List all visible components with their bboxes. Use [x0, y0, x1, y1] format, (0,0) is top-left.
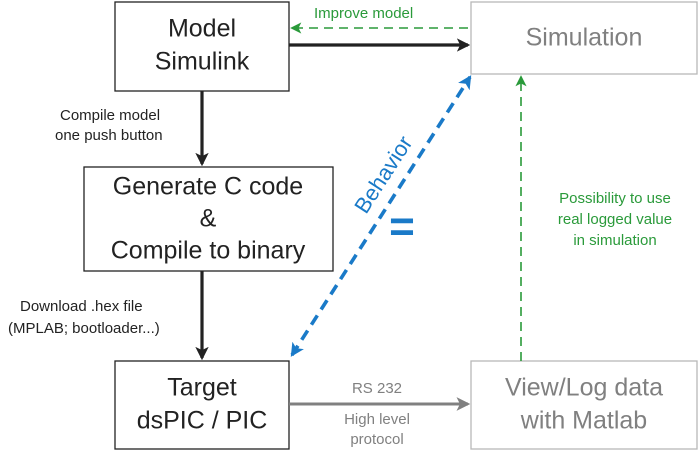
generate-compile-box: Generate C code & Compile to binary: [83, 166, 334, 272]
compile-binary-label: Compile to binary: [111, 237, 306, 265]
simulation-box-title: Simulation: [526, 24, 643, 52]
possibility-label-line1: Possibility to use: [559, 190, 671, 207]
ampersand-label: &: [200, 205, 217, 233]
download-tools-label: (MPLAB; bootloader...): [8, 320, 160, 337]
compile-model-label: Compile model: [60, 107, 160, 124]
simulation-box: Simulation: [470, 1, 698, 75]
generate-code-label: Generate C code: [113, 173, 303, 201]
model-box-title: Model: [168, 15, 236, 43]
download-hex-label: Download .hex file: [20, 298, 143, 315]
view-box-subtitle: with Matlab: [520, 407, 647, 435]
high-level-label: High level: [344, 411, 410, 428]
model-box-subtitle: Simulink: [155, 48, 250, 76]
target-box-title: Target: [167, 374, 237, 402]
view-box-title: View/Log data: [505, 374, 663, 402]
model-simulink-box: Model Simulink: [114, 1, 290, 92]
view-log-box: View/Log data with Matlab: [470, 360, 698, 450]
target-box: Target dsPIC / PIC: [114, 360, 290, 450]
one-push-button-label: one push button: [55, 127, 163, 144]
improve-model-label: Improve model: [314, 5, 413, 22]
behavior-arrow: [290, 75, 472, 357]
possibility-label-line3: in simulation: [573, 232, 656, 249]
possibility-label-line2: real logged value: [558, 211, 672, 228]
rs232-label: RS 232: [352, 380, 402, 397]
protocol-label: protocol: [350, 431, 403, 448]
target-box-subtitle: dsPIC / PIC: [137, 407, 268, 435]
equals-sign: =: [389, 202, 415, 251]
